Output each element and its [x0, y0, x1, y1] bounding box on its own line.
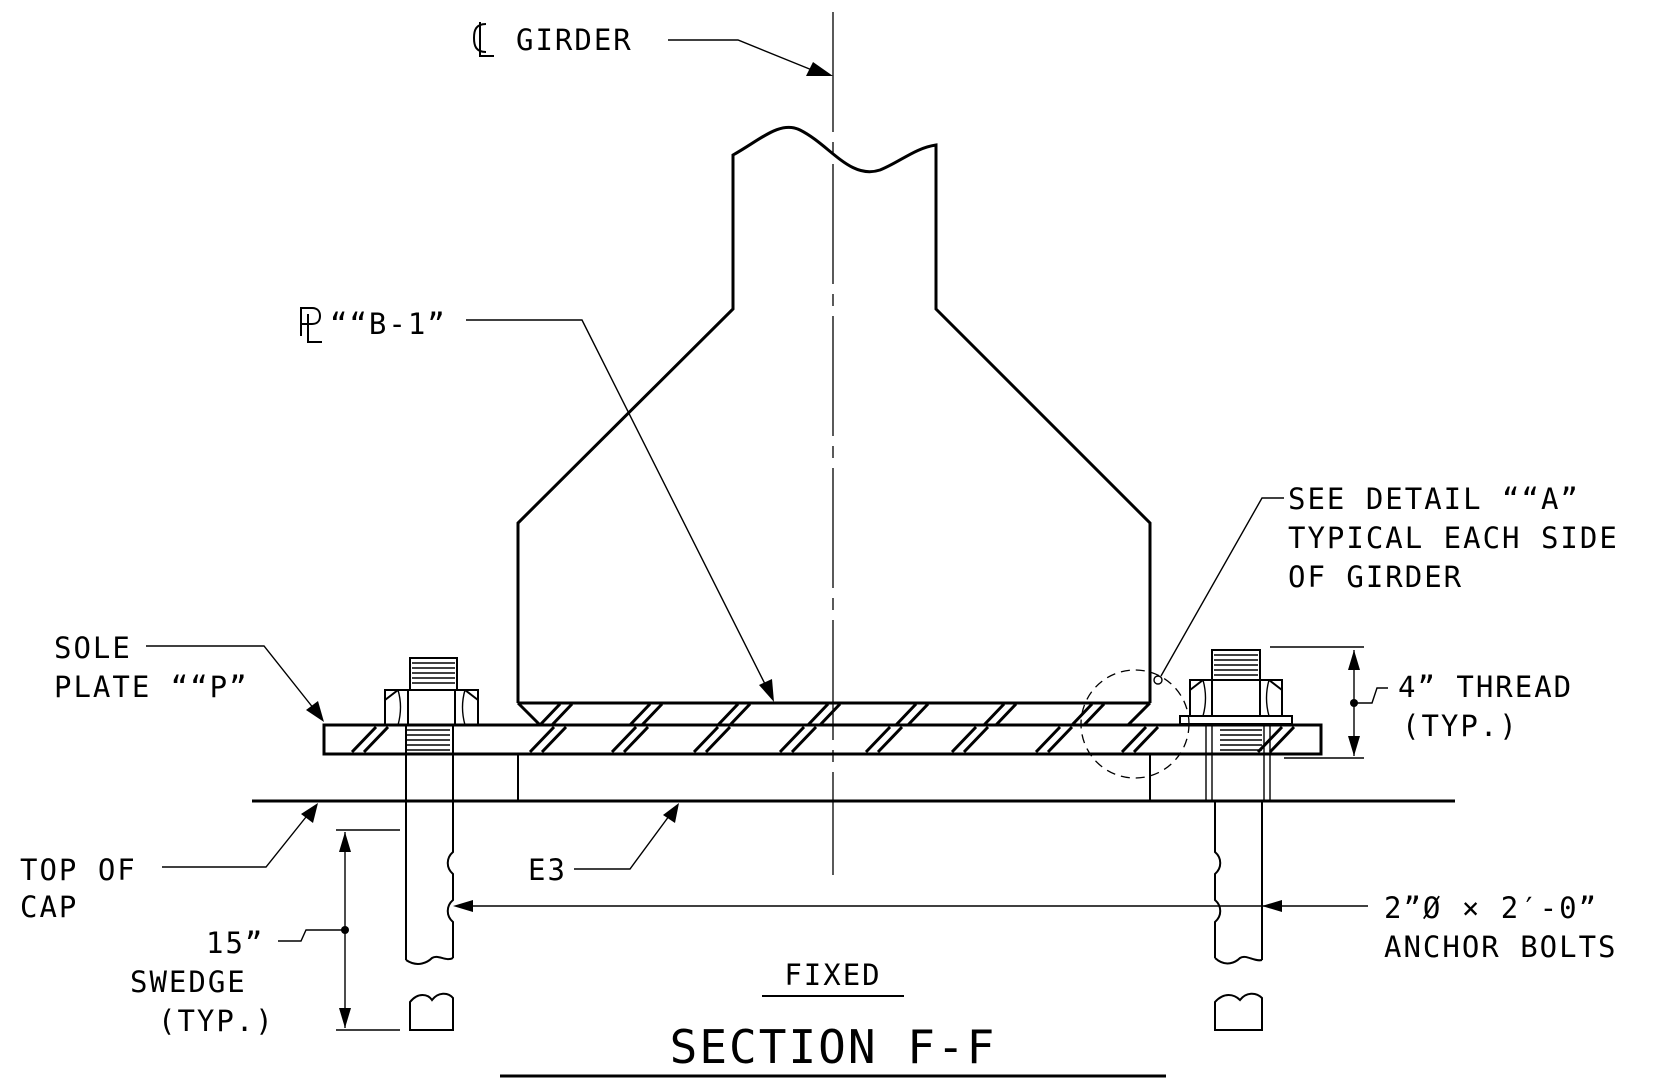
thread-dimension [1270, 646, 1388, 759]
e3-label: E3 [528, 853, 567, 887]
sole-plate-label-1: SOLE [54, 631, 132, 665]
right-anchor-bolt [1179, 649, 1293, 1031]
e3-leader [574, 803, 679, 870]
detail-a-label-3: OF GIRDER [1288, 560, 1463, 594]
left-anchor-bolt [384, 657, 479, 1031]
detail-a-leader [1160, 497, 1284, 677]
anchor-bolt-label-1: 2”Ø × 2′-0” [1384, 891, 1598, 925]
sole-plate-leader [146, 645, 324, 722]
girder-outline [516, 125, 1152, 703]
section-title: SECTION F-F [670, 1020, 997, 1074]
fixed-label: FIXED [784, 958, 881, 992]
plate-b1-hatch [538, 702, 1106, 727]
cl-symbol-icon [472, 22, 494, 57]
thread-label-2: (TYP.) [1402, 709, 1519, 743]
plate-b1 [516, 701, 1152, 727]
top-of-cap-label-1: TOP OF [20, 853, 137, 887]
pl-symbol-icon [300, 307, 322, 343]
top-of-cap-label-2: CAP [20, 890, 78, 924]
swedge-label-2: SWEDGE [130, 965, 247, 999]
detail-a-label-1: SEE DETAIL ““A” [1288, 482, 1580, 516]
anchor-bolt-label-2: ANCHOR BOLTS [1384, 930, 1618, 964]
detail-a-marker [1153, 675, 1163, 685]
swedge-dimension [278, 829, 400, 1031]
pl-b1-label: ““B-1” [330, 307, 447, 341]
sole-plate-p [322, 723, 1323, 756]
cl-girder-leader [668, 39, 833, 76]
cl-girder-label: GIRDER [516, 23, 633, 57]
bearing-block [517, 754, 1151, 801]
swedge-label-1: 15” [206, 926, 264, 960]
pl-b1-leader [466, 319, 774, 702]
thread-label-1: 4” THREAD [1398, 670, 1573, 704]
sole-plate-label-2: PLATE ““P” [54, 670, 249, 704]
detail-a-label-2: TYPICAL EACH SIDE [1288, 521, 1619, 555]
top-of-cap-leader [162, 803, 318, 868]
detail-a-circle [1080, 669, 1190, 779]
swedge-label-3: (TYP.) [158, 1004, 275, 1038]
sole-plate-hatch [350, 725, 1296, 754]
anchor-bolt-leader [453, 900, 1368, 912]
